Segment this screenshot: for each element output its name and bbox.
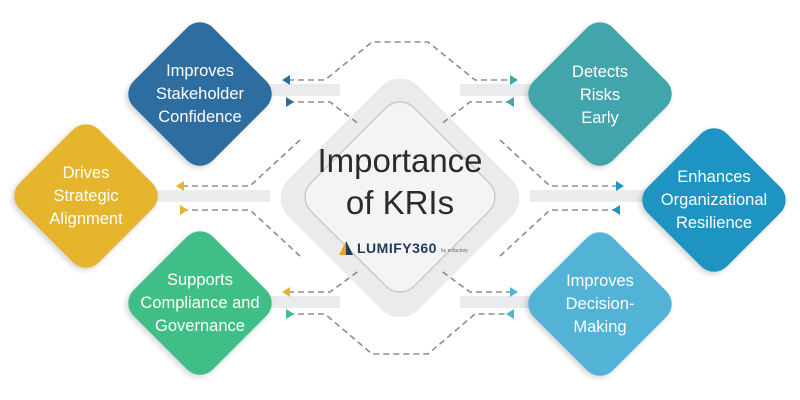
dashed-paths [182,41,618,355]
logo-wordmark: LUMIFY360 [357,240,437,256]
center-title: Importance of KRIs [317,142,483,221]
arrow-icon [176,181,184,191]
arrow-icon [286,97,294,107]
label-compliance-governance: Supports Compliance and Governance [140,270,260,335]
arrow-icon [616,181,624,191]
logo-subtext: by ecfactory [440,248,468,254]
label-strategic-alignment: Drives Strategic Alignment [49,163,123,228]
arrow-icon [510,287,518,297]
arrow-icon [612,205,620,215]
arrow-icon [286,309,294,319]
label-organizational-resilience: Enhances Organizational Resilience [660,167,768,232]
arrow-icon [510,75,518,85]
logo-icon [339,241,353,255]
arrow-icon [506,97,514,107]
label-stakeholder-confidence: Improves Stakeholder Confidence [155,61,245,126]
lumify360-logo: LUMIFY360 by ecfactory [339,238,469,258]
arrow-icon [282,287,290,297]
label-decision-making: Improves Decision- Making [565,271,635,336]
arrow-icon [180,205,188,215]
label-detects-risks: Detects Risks Early [572,62,628,127]
arrow-icon [282,75,290,85]
arrow-icon [506,309,514,319]
arrowheads [176,75,624,319]
